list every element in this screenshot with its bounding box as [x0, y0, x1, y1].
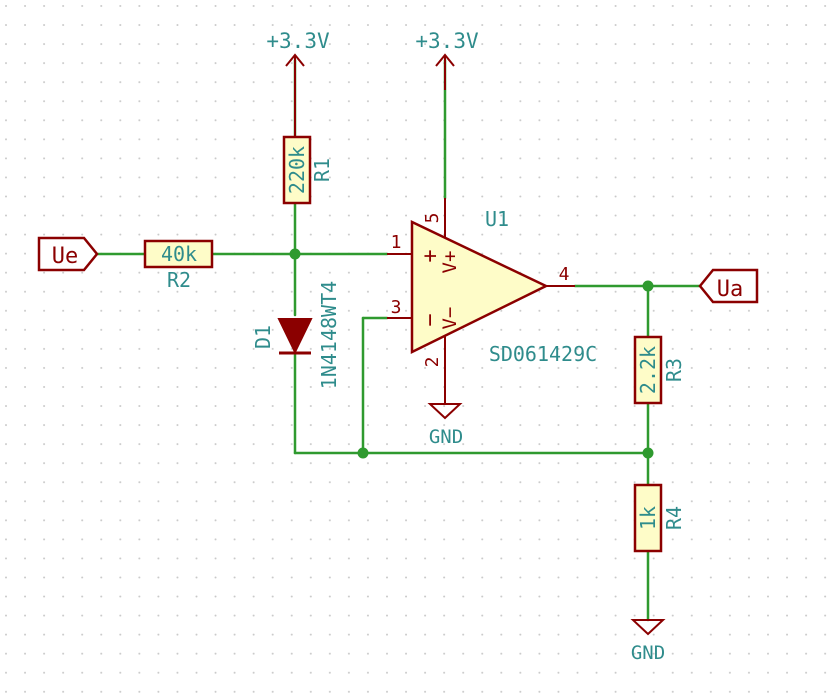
junctions	[289, 248, 654, 459]
u1-ref: U1	[485, 207, 509, 231]
power-vcc-right: +3.3V	[415, 29, 479, 90]
opamp-pin4-number: 4	[559, 264, 570, 285]
global-label-ue: Ue	[37, 236, 99, 272]
ue-label-text: Ue	[52, 244, 79, 269]
r2-value: 40k	[161, 242, 197, 266]
gnd-bottom-label: GND	[631, 642, 665, 664]
resistor-r4: 1k R4	[633, 483, 686, 553]
r4-value: 1k	[636, 506, 660, 530]
power-gnd-bottom: GND	[630, 619, 666, 664]
vcc-left-label: +3.3V	[266, 29, 330, 53]
opamp-pin2-number: 2	[422, 357, 443, 368]
d1-ref: D1	[251, 325, 275, 349]
r3-ref: R3	[662, 358, 686, 382]
opamp-vminus: V−	[439, 307, 461, 330]
opamp-pin1-number: 1	[391, 232, 402, 253]
junction-feedback	[357, 447, 369, 459]
junction-bottom	[642, 447, 654, 459]
r4-ref: R4	[662, 506, 686, 530]
opamp-body	[410, 220, 549, 355]
opamp-minus-sign: −	[418, 313, 443, 326]
u1-value: SD061429C	[489, 342, 597, 366]
power-gnd-opamp: GND	[427, 372, 463, 448]
wires	[95, 58, 702, 622]
r2-ref: R2	[167, 268, 191, 292]
ua-label-text: Ua	[717, 277, 744, 302]
resistor-r3: 2.2k R3	[633, 335, 686, 405]
junction-input-node	[289, 248, 301, 260]
resistor-r1: 220k R1	[282, 90, 334, 205]
opamp-pin5-number: 5	[422, 213, 443, 224]
d1-value: 1N4148WT4	[317, 281, 341, 389]
resistor-r2: 40k R2	[143, 239, 214, 292]
opamp-pin3-number: 3	[391, 297, 402, 318]
r1-value: 220k	[285, 146, 309, 194]
opamp-plus-sign: +	[418, 249, 443, 262]
diode-triangle	[277, 318, 313, 355]
r1-ref: R1	[310, 158, 334, 182]
global-label-ua: Ua	[698, 268, 759, 304]
gnd-opamp-label: GND	[429, 426, 463, 448]
opamp-u1: + − V+ V− 1 3 4 5 2 U1 SD061429C	[387, 198, 597, 372]
junction-output	[642, 280, 654, 292]
r3-value: 2.2k	[636, 346, 660, 394]
opamp-vplus: V+	[439, 251, 461, 274]
power-vcc-left: +3.3V	[266, 29, 330, 90]
vcc-right-label: +3.3V	[415, 29, 479, 53]
diode-d1: D1 1N4148WT4	[251, 281, 341, 389]
